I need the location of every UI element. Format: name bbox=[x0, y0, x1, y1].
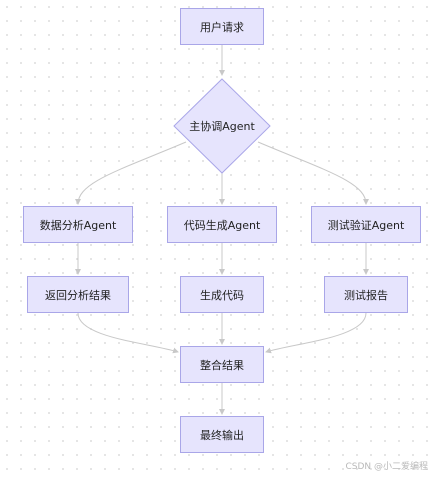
node-test-report: 测试报告 bbox=[324, 276, 408, 313]
node-main-coordinator: 主协调Agent bbox=[172, 118, 272, 134]
node-integrate-results-label: 整合结果 bbox=[200, 358, 244, 372]
node-user-request: 用户请求 bbox=[180, 8, 264, 45]
node-data-analysis: 数据分析Agent bbox=[23, 206, 133, 243]
node-data-analysis-label: 数据分析Agent bbox=[39, 218, 117, 232]
edge-return-to-integrate bbox=[77, 312, 179, 354]
node-code-generation: 代码生成Agent bbox=[167, 206, 277, 243]
node-return-analysis: 返回分析结果 bbox=[27, 276, 129, 313]
node-final-output-label: 最终输出 bbox=[200, 428, 244, 442]
node-final-output: 最终输出 bbox=[180, 416, 264, 453]
main-coordinator-diamond bbox=[173, 78, 271, 174]
node-test-report-label: 测试报告 bbox=[344, 288, 388, 302]
edge-coordinator-to-test-verification bbox=[257, 141, 369, 205]
node-generate-code: 生成代码 bbox=[180, 276, 264, 313]
watermark: CSDN @小二爱编程 bbox=[345, 462, 428, 472]
node-test-verification-label: 测试验证Agent bbox=[327, 218, 405, 232]
edge-report-to-integrate bbox=[265, 312, 367, 354]
node-generate-code-label: 生成代码 bbox=[200, 288, 244, 302]
node-main-coordinator-label: 主协调Agent bbox=[189, 120, 255, 133]
node-integrate-results: 整合结果 bbox=[180, 346, 264, 383]
node-test-verification: 测试验证Agent bbox=[311, 206, 421, 243]
edge-coordinator-to-data-analysis bbox=[75, 141, 187, 205]
node-return-analysis-label: 返回分析结果 bbox=[45, 288, 111, 302]
node-code-generation-label: 代码生成Agent bbox=[183, 218, 261, 232]
node-user-request-label: 用户请求 bbox=[200, 20, 244, 34]
